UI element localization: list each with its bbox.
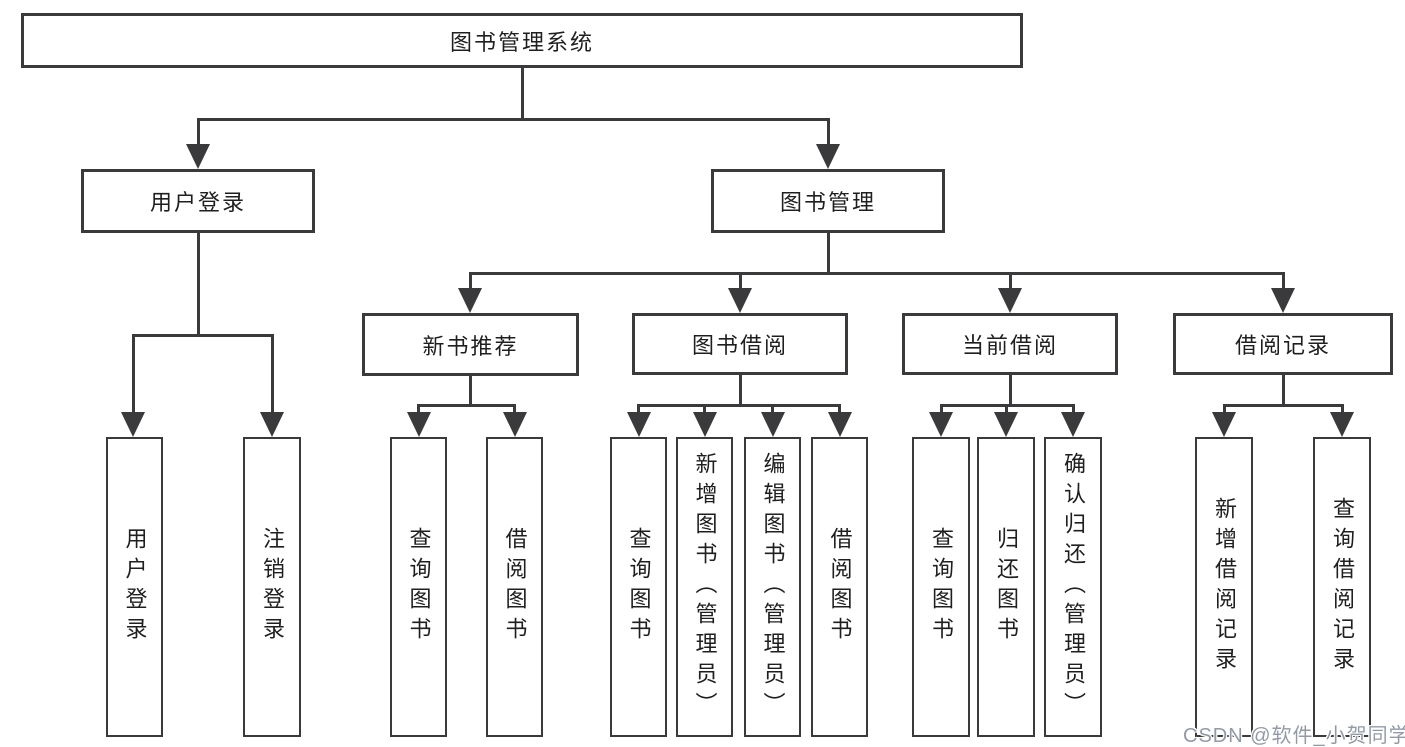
connector-user-login-trunk	[196, 233, 200, 336]
connector-book-borrow-split	[637, 403, 841, 407]
csdn-watermark: CSDN @软件_小贺同学	[1183, 725, 1405, 747]
connector-borrow-records-split	[1222, 403, 1344, 407]
connector-shaft-leaf	[771, 405, 774, 414]
arrow-down-icon	[994, 412, 1018, 437]
leaf-query-books-recommend: 查询图书	[390, 437, 447, 737]
node-book-management: 图书管理	[711, 169, 945, 233]
arrow-down-icon	[1212, 412, 1236, 437]
connector-root-trunk	[520, 66, 524, 120]
node-borrowing-records: 借阅记录	[1173, 313, 1393, 375]
arrow-down-icon	[121, 412, 145, 437]
arrow-down-icon	[760, 412, 785, 437]
leaf-return-books: 归还图书	[977, 437, 1035, 737]
connector-root-split	[196, 117, 830, 121]
arrow-down-icon	[816, 144, 840, 169]
node-book-borrowing: 图书借阅	[632, 313, 848, 375]
arrow-down-icon	[998, 288, 1022, 313]
connector-shaft-new-book	[468, 273, 472, 290]
arrow-down-icon	[1061, 412, 1085, 437]
connector-shaft-leaf-user-login	[131, 335, 135, 414]
arrow-down-icon	[458, 288, 482, 313]
connector-book-management-trunk	[826, 233, 830, 274]
connector-user-login-split	[131, 333, 274, 337]
arrow-down-icon	[406, 412, 431, 437]
leaf-add-borrow-record: 新增借阅记录	[1195, 437, 1253, 737]
connector-new-book-trunk	[468, 375, 472, 406]
connector-shaft-leaf	[939, 405, 943, 414]
leaf-query-books-current: 查询图书	[912, 437, 970, 737]
node-library-management-system: 图书管理系统	[21, 13, 1023, 68]
leaf-borrow-books: 借阅图书	[811, 437, 868, 737]
arrow-down-icon	[260, 412, 284, 437]
node-current-borrowing: 当前借阅	[902, 313, 1118, 375]
arrow-down-icon	[626, 412, 651, 437]
leaf-query-borrow-record: 查询借阅记录	[1313, 437, 1371, 737]
leaf-logout: 注销登录	[243, 437, 301, 737]
arrow-down-icon	[692, 412, 717, 437]
connector-shaft-leaf	[637, 405, 640, 414]
arrow-down-icon	[502, 412, 527, 437]
connector-shaft-user-login	[196, 119, 200, 147]
arrow-down-icon	[728, 288, 752, 313]
connector-shaft-leaf	[1071, 405, 1075, 414]
connector-current-borrow-trunk	[1008, 374, 1012, 406]
connector-level3-split	[468, 271, 1285, 275]
leaf-edit-books-admin: 编辑图书（管理员）	[744, 437, 801, 737]
leaf-add-books-admin: 新增图书（管理员）	[676, 437, 733, 737]
connector-shaft-leaf-logout	[270, 335, 274, 414]
leaf-query-books-borrowing: 查询图书	[610, 437, 667, 737]
leaf-borrow-books-recommend: 借阅图书	[486, 437, 543, 737]
connector-shaft-borrow-records	[1281, 273, 1285, 290]
connector-borrow-records-trunk	[1281, 374, 1285, 406]
node-new-book-recommendation: 新书推荐	[362, 313, 579, 376]
connector-shaft-leaf	[838, 405, 841, 414]
connector-shaft-leaf	[513, 405, 516, 414]
connector-shaft-leaf	[1340, 405, 1344, 414]
arrow-down-icon	[186, 144, 210, 169]
arrow-down-icon	[1271, 288, 1295, 313]
connector-new-book-split	[417, 403, 516, 407]
connector-shaft-book-management	[826, 119, 830, 147]
connector-book-borrow-trunk	[738, 374, 742, 406]
connector-shaft-book-borrow	[738, 273, 742, 290]
leaf-user-login: 用户登录	[106, 437, 163, 737]
arrow-down-icon	[1330, 412, 1354, 437]
connector-shaft-leaf	[1004, 405, 1008, 414]
connector-shaft-leaf	[703, 405, 706, 414]
connector-shaft-current-borrow	[1008, 273, 1012, 290]
leaf-confirm-return-admin: 确认归还（管理员）	[1044, 437, 1102, 737]
connector-shaft-leaf	[417, 405, 420, 414]
node-user-login: 用户登录	[81, 169, 315, 233]
connector-shaft-leaf	[1222, 405, 1226, 414]
arrow-down-icon	[827, 412, 852, 437]
arrow-down-icon	[929, 412, 953, 437]
